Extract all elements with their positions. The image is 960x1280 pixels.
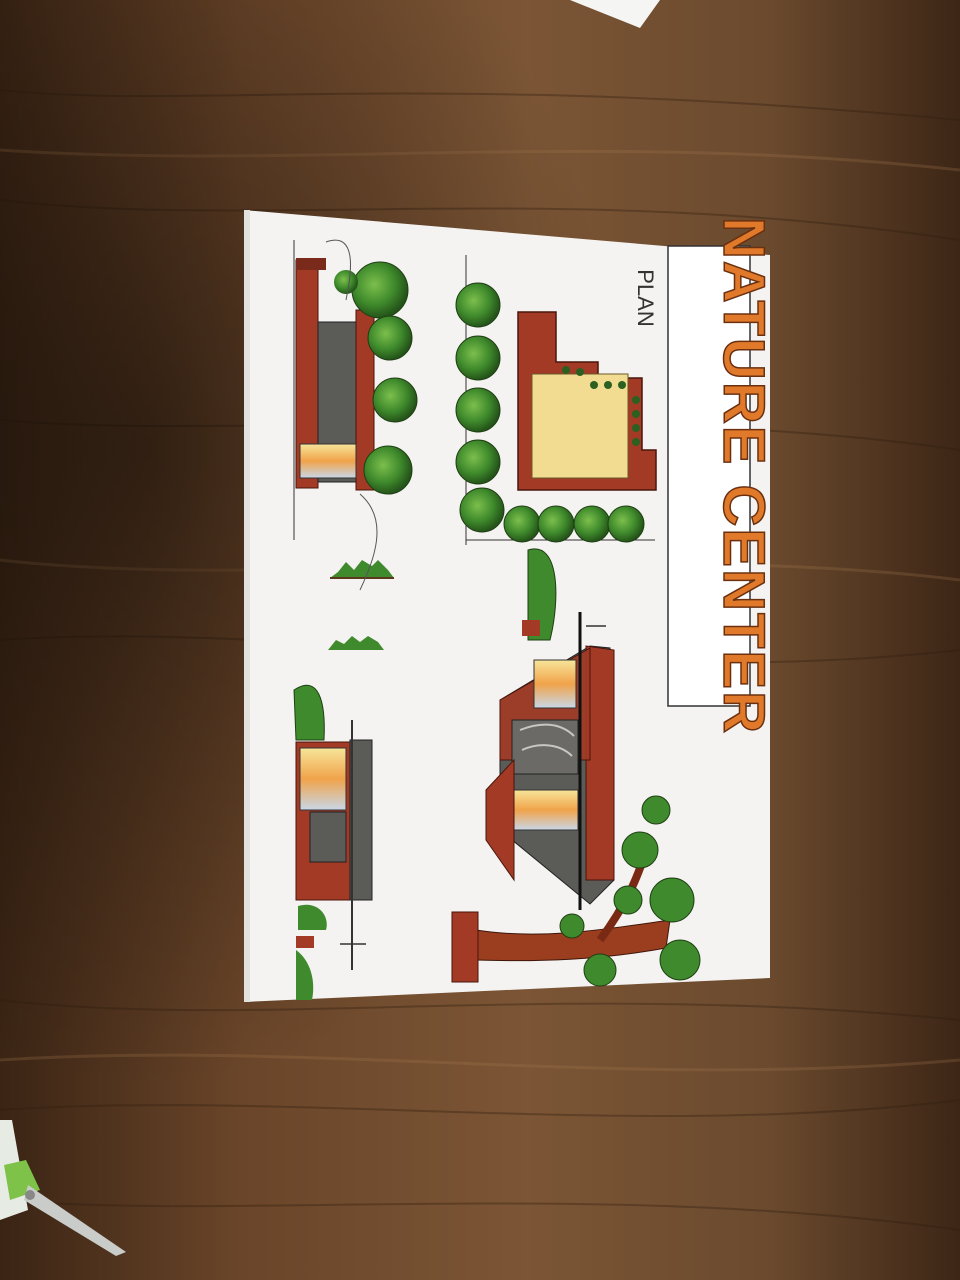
paper-corner-top bbox=[570, 0, 660, 28]
elevation-bottom-left bbox=[293, 636, 384, 1000]
title-box: NATURE CENTER bbox=[667, 216, 777, 736]
conifer-tree-1 bbox=[330, 560, 394, 579]
elevation-trees-top bbox=[334, 261, 418, 495]
elevation-top-left bbox=[293, 239, 418, 591]
scissors bbox=[0, 1120, 126, 1256]
plan-label: PLAN bbox=[633, 269, 658, 326]
perspective-building bbox=[485, 548, 615, 910]
poster-title: NATURE CENTER bbox=[711, 217, 776, 735]
plan-floor bbox=[531, 373, 629, 479]
conifer-tree-2 bbox=[328, 636, 384, 650]
plan-trees-horizontal bbox=[503, 505, 645, 543]
poster-board: NATURE CENTER PLAN bbox=[244, 210, 777, 1002]
plan-trees-vertical bbox=[455, 282, 505, 533]
tree-foliage bbox=[559, 795, 701, 987]
site-plan bbox=[455, 255, 657, 545]
tree-sign bbox=[451, 795, 701, 987]
